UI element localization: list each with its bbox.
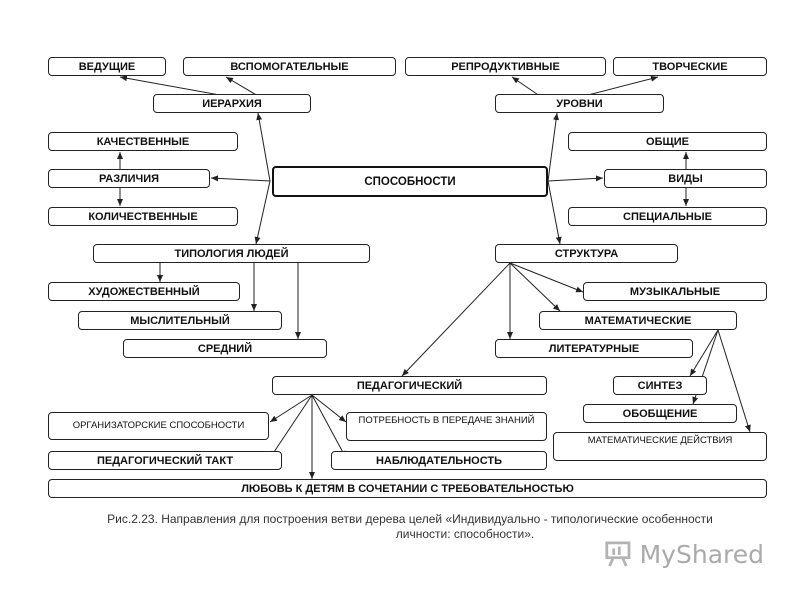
node-myslitelnyy: МЫСЛИТЕЛЬНЫЙ xyxy=(78,311,282,330)
node-reproduktivnye: РЕПРОДУКТИВНЫЕ xyxy=(405,57,606,76)
node-obshchie: ОБЩИЕ xyxy=(568,132,767,151)
node-sredniy: СРЕДНИЙ xyxy=(123,339,327,358)
node-urovni: УРОВНИ xyxy=(495,94,664,113)
arrow-connector xyxy=(210,175,271,182)
node-tipologiya: ТИПОЛОГИЯ ЛЮДЕЙ xyxy=(93,244,370,263)
arrow-connector xyxy=(254,180,271,245)
arrow-connector xyxy=(401,262,511,377)
node-razlichiya: РАЗЛИЧИЯ xyxy=(48,169,210,188)
watermark-text: MyShared xyxy=(639,539,764,569)
caption-line-2: личности: способности». xyxy=(395,527,535,541)
node-pedagogicheskiy: ПЕДАГОГИЧЕСКИЙ xyxy=(272,376,547,395)
node-spetsialnye: СПЕЦИАЛЬНЫЕ xyxy=(568,207,767,226)
node-mat-deystviya: МАТЕМАТИЧЕСКИЕ ДЕЙСТВИЯ xyxy=(553,432,767,461)
arrow-connector xyxy=(547,112,560,182)
figure-caption: Рис.2.23. Направления для построения вет… xyxy=(60,512,760,542)
node-tvorcheskie: ТВОРЧЕСКИЕ xyxy=(613,57,767,76)
node-literaturnye: ЛИТЕРАТУРНЫЕ xyxy=(495,339,693,358)
arrow-connector xyxy=(269,394,313,459)
presentation-board-icon xyxy=(605,541,631,567)
node-potrebnost: ПОТРЕБНОСТЬ В ПЕРЕДАЧЕ ЗНАНИЙ xyxy=(346,412,547,441)
arrow-connector xyxy=(717,329,751,433)
node-matematicheskie: МАТЕМАТИЧЕСКИЕ xyxy=(539,311,737,330)
node-sposobnosti: СПОСОБНОСТИ xyxy=(272,166,548,197)
arrow-connector xyxy=(311,394,347,423)
node-muzykalnye: МУЗЫКАЛЬНЫЕ xyxy=(583,282,767,301)
arrow-connector xyxy=(509,262,584,293)
node-sintez: СИНТЕЗ xyxy=(613,376,707,395)
node-khudozhestvennyy: ХУДОЖЕСТВЕННЫЙ xyxy=(48,282,240,301)
node-nablyudatelnost: НАБЛЮДАТЕЛЬНОСТЬ xyxy=(331,451,547,470)
myshared-logo: MyShared xyxy=(604,536,764,572)
arrow-connector xyxy=(269,394,313,423)
node-kolichestvennye: КОЛИЧЕСТВЕННЫЕ xyxy=(48,207,238,226)
node-ierarkhiya: ИЕРАРХИЯ xyxy=(153,94,311,113)
arrow-connector xyxy=(547,180,562,245)
node-organizatorskie: ОРГАНИЗАТОРСКИЕ СПОСОБНОСТИ xyxy=(48,412,269,440)
node-vidy: ВИДЫ xyxy=(604,169,767,188)
node-kachestvennye: КАЧЕСТВЕННЫЕ xyxy=(48,132,238,151)
node-ped-takt: ПЕДАГОГИЧЕСКИЙ ТАКТ xyxy=(48,451,282,470)
node-lyubov: ЛЮБОВЬ К ДЕТЯМ В СОЧЕТАНИИ С ТРЕБОВАТЕЛЬ… xyxy=(48,479,767,498)
arrow-connector xyxy=(311,394,347,459)
arrow-connector xyxy=(256,112,271,182)
arrow-connector xyxy=(689,329,719,377)
arrow-connector xyxy=(509,262,561,312)
node-obobshchenie: ОБОБЩЕНИЕ xyxy=(583,404,737,423)
caption-line-1: Рис.2.23. Направления для построения вет… xyxy=(107,512,713,526)
node-vedushchie: ВЕДУЩИЕ xyxy=(48,57,166,76)
arrow-connector xyxy=(547,175,604,182)
node-vspomogatelnye: ВСПОМОГАТЕЛЬНЫЕ xyxy=(183,57,396,76)
node-struktura: СТРУКТУРА xyxy=(495,244,678,263)
